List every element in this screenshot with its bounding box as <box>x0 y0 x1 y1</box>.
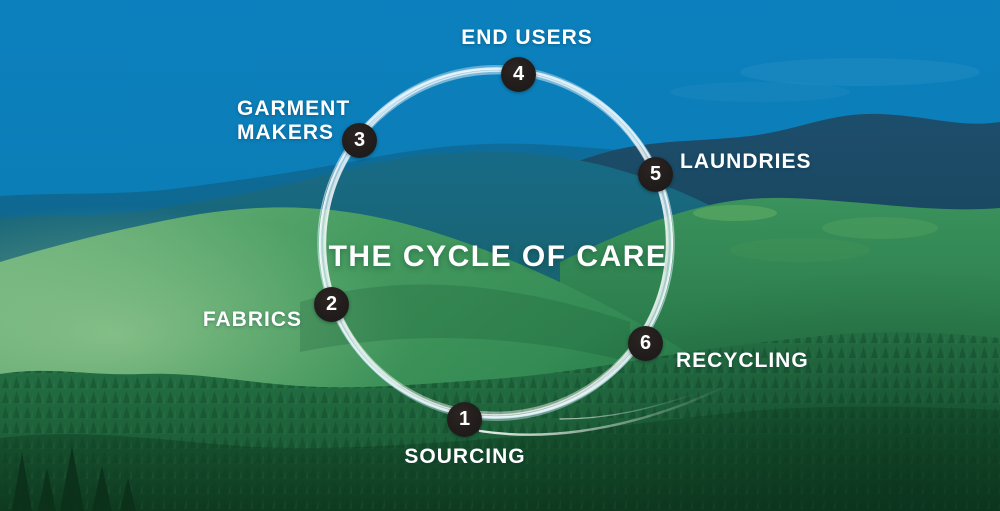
label-sourcing: SOURCING <box>404 445 526 468</box>
diagram-title: THE CYCLE OF CARE <box>328 240 668 273</box>
label-laundries: LAUNDRIES <box>680 150 812 173</box>
node-badge-end-users: 4 <box>501 57 536 92</box>
node-badge-garment-makers: 3 <box>342 123 377 158</box>
node-badge-fabrics: 2 <box>314 287 349 322</box>
node-badge-recycling: 6 <box>628 326 663 361</box>
node-badge-laundries: 5 <box>638 157 673 192</box>
ring-tail-stroke <box>478 382 732 436</box>
label-fabrics: FABRICS <box>202 308 302 331</box>
label-garment-makers: GARMENT MAKERS <box>237 97 351 144</box>
label-end-users: END USERS <box>461 26 593 49</box>
node-badge-sourcing: 1 <box>447 402 482 437</box>
label-recycling: RECYCLING <box>676 349 809 372</box>
